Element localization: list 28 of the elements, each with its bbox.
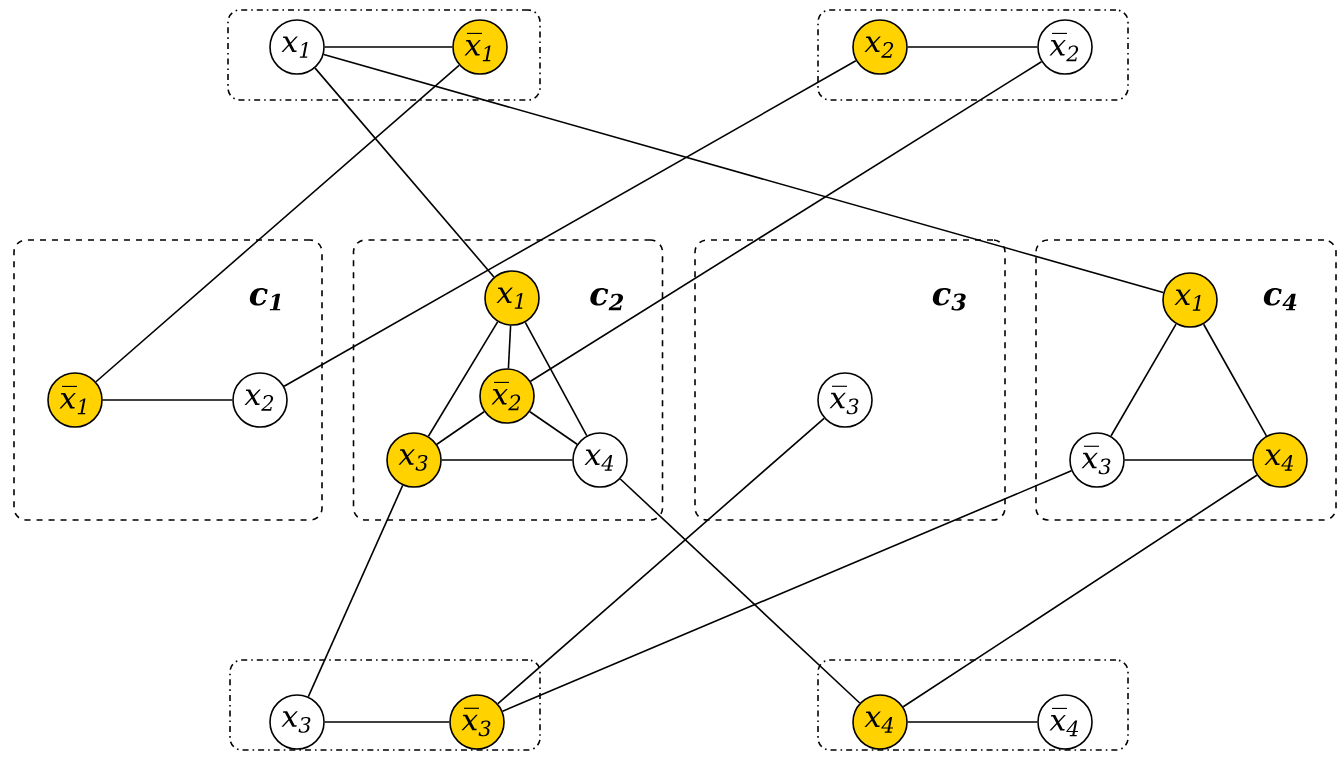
connector-line <box>1202 323 1268 437</box>
connector-line <box>501 470 1073 712</box>
connector-line <box>307 484 404 698</box>
connector-line <box>324 46 453 48</box>
connector-line <box>907 721 1038 723</box>
group-box <box>227 9 541 101</box>
connector-line <box>619 478 861 704</box>
connector-line <box>907 46 1038 48</box>
connector-line <box>529 60 1043 383</box>
group-box <box>229 659 541 751</box>
connector-line <box>427 321 499 438</box>
connector-line <box>102 399 233 401</box>
connector-line <box>1110 323 1177 437</box>
connector-line <box>322 53 1165 294</box>
connector-line <box>283 59 857 388</box>
connector-line <box>497 417 825 705</box>
connector-line <box>95 64 460 383</box>
connector-line <box>902 474 1258 708</box>
connector-line <box>507 324 512 370</box>
group-box <box>817 9 1129 101</box>
connector-line <box>314 67 495 278</box>
connector-line <box>524 321 588 437</box>
connector-line <box>1124 459 1253 461</box>
connector-line <box>324 721 450 723</box>
connector-line <box>529 410 578 446</box>
connector-line <box>436 410 485 446</box>
connector-line <box>441 459 573 461</box>
group-box <box>817 659 1129 751</box>
